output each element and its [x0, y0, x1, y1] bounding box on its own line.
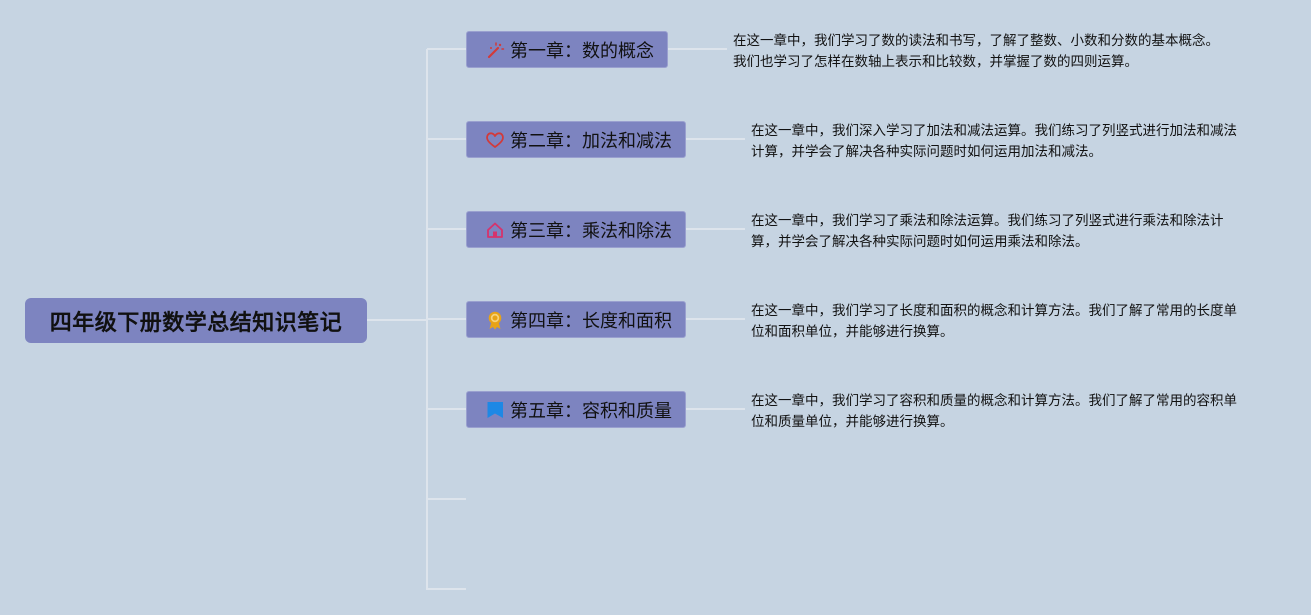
chapter-note-1[interactable]: 在这一章中，我们学习了数的读法和书写，了解了整数、小数和分数的基本概念。我们也学… [733, 33, 1219, 70]
chapter-title-2: 第二章：加法和减法 [510, 130, 672, 152]
chapter-title-1: 第一章：数的概念 [510, 40, 654, 62]
root-title: 四年级下册数学总结知识笔记 [49, 310, 343, 336]
chapter-note-2[interactable]: 在这一章中，我们深入学习了加法和减法运算。我们练习了列竖式进行加法和减法计算，并… [751, 123, 1237, 160]
chapter-title-5: 第五章：容积和质量 [510, 400, 672, 422]
chapter-note-4[interactable]: 在这一章中，我们学习了长度和面积的概念和计算方法。我们了解了常用的长度单位和面积… [751, 303, 1237, 340]
chapter-node-1[interactable]: 第一章：数的概念 [466, 31, 668, 68]
chapter-node-4[interactable]: 第四章：长度和面积 [466, 301, 686, 338]
chapter-node-5[interactable]: 第五章：容积和质量 [466, 391, 686, 428]
award-ribbon-icon [485, 310, 505, 330]
heart-icon [485, 130, 505, 150]
chapter-title-3: 第三章：乘法和除法 [510, 220, 672, 242]
magic-wand-icon [485, 40, 505, 60]
house-icon [485, 220, 505, 240]
chapter-note-3[interactable]: 在这一章中，我们学习了乘法和除法运算。我们练习了列竖式进行乘法和除法计算，并学会… [751, 213, 1224, 250]
chapter-node-3[interactable]: 第三章：乘法和除法 [466, 211, 686, 248]
root-node[interactable]: 四年级下册数学总结知识笔记 [25, 298, 367, 343]
chapter-title-4: 第四章：长度和面积 [510, 310, 672, 332]
flag-icon [485, 400, 505, 420]
chapter-node-2[interactable]: 第二章：加法和减法 [466, 121, 686, 158]
chapter-note-5[interactable]: 在这一章中，我们学习了容积和质量的概念和计算方法。我们了解了常用的容积单位和质量… [751, 393, 1237, 430]
